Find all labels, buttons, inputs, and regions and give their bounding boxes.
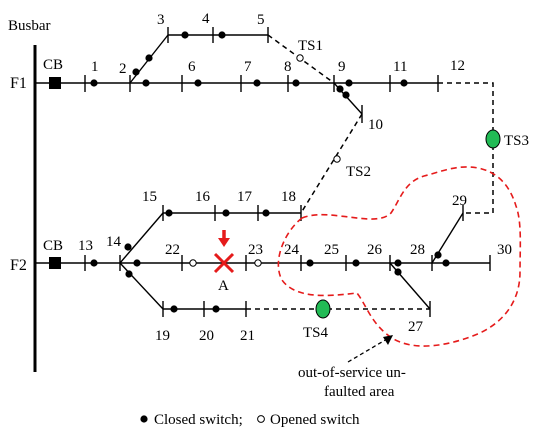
closed-switch[interactable] xyxy=(90,79,98,87)
node-label-7: 7 xyxy=(244,59,252,75)
node-label-1: 1 xyxy=(91,59,99,75)
feeder-f2: 13 14 15 16 17 18 19 20 21 22 23 24 25 2… xyxy=(35,189,512,344)
opened-switch[interactable] xyxy=(189,259,197,267)
node-label-30: 30 xyxy=(497,242,512,258)
node-label-18: 18 xyxy=(281,189,296,205)
node-label-11: 11 xyxy=(393,59,407,75)
node-label-5: 5 xyxy=(257,12,265,28)
feeder-f2-breaker-label: CB xyxy=(43,238,63,254)
closed-switch[interactable] xyxy=(212,305,220,313)
feeder-f1-breaker-label: CB xyxy=(43,57,63,73)
f2-lower-branch xyxy=(119,262,164,310)
closed-switch[interactable] xyxy=(336,85,344,93)
closed-switch[interactable] xyxy=(306,259,314,267)
closed-switch[interactable] xyxy=(262,209,270,217)
tie-switch-ts3[interactable] xyxy=(485,129,501,149)
node-label-22: 22 xyxy=(165,242,180,258)
node-label-6: 6 xyxy=(188,59,196,75)
annotation-arrow-head xyxy=(383,335,393,345)
feeder-f1-label: F1 xyxy=(10,75,27,92)
node-label-15: 15 xyxy=(142,189,157,205)
closed-switch[interactable] xyxy=(145,54,153,62)
fault-marker: A xyxy=(213,230,235,294)
node-label-10: 10 xyxy=(368,117,383,133)
closed-switch[interactable] xyxy=(222,209,230,217)
node-label-3: 3 xyxy=(157,12,165,28)
node-label-4: 4 xyxy=(202,11,210,27)
node-label-19: 19 xyxy=(155,328,170,344)
legend-closed-label: Closed switch; xyxy=(154,412,243,428)
closed-switch[interactable] xyxy=(394,268,402,276)
closed-switch[interactable] xyxy=(434,251,442,259)
fault-cross-b xyxy=(213,252,235,274)
node-label-21: 21 xyxy=(240,328,255,344)
feeder-f2-label: F2 xyxy=(10,257,27,274)
node-label-27: 27 xyxy=(408,319,424,335)
node-label-20: 20 xyxy=(199,328,214,344)
closed-switch[interactable] xyxy=(352,259,360,267)
closed-switch[interactable] xyxy=(442,259,450,267)
closed-switch[interactable] xyxy=(142,79,150,87)
closed-switch[interactable] xyxy=(345,79,353,87)
closed-switch[interactable] xyxy=(165,209,173,217)
closed-switch[interactable] xyxy=(400,79,408,87)
node-label-29: 29 xyxy=(452,193,467,209)
node-label-13: 13 xyxy=(78,238,93,254)
node-label-23: 23 xyxy=(248,242,263,258)
node-label-14: 14 xyxy=(106,234,122,250)
closed-switch[interactable] xyxy=(124,243,132,251)
f2-circuit-breaker[interactable] xyxy=(49,257,61,269)
opened-switch[interactable] xyxy=(333,155,341,163)
tie-switch-ts1-label: TS1 xyxy=(298,38,323,54)
legend-closed-switch-icon xyxy=(140,415,148,423)
opened-switch[interactable] xyxy=(296,54,304,62)
node-label-16: 16 xyxy=(195,189,211,205)
node-label-9: 9 xyxy=(338,59,346,75)
node-label-25: 25 xyxy=(324,242,339,258)
busbar-label: Busbar xyxy=(8,18,51,34)
closed-switch[interactable] xyxy=(394,259,402,267)
tie-switch-ts3-label: TS3 xyxy=(504,133,529,149)
annotation-arrow-shaft xyxy=(347,335,393,363)
closed-switch[interactable] xyxy=(194,79,202,87)
closed-switch[interactable] xyxy=(133,259,141,267)
feeder-f1: 1 2 3 4 5 6 7 8 9 10 11 12 xyxy=(35,11,465,133)
f2-upper-branch xyxy=(119,212,164,264)
closed-switch[interactable] xyxy=(181,31,189,39)
legend-opened-switch-icon xyxy=(257,415,265,423)
closed-switch[interactable] xyxy=(90,259,98,267)
tie-switch-ts4-label: TS4 xyxy=(303,325,329,341)
fault-arrow-head xyxy=(218,238,230,247)
node-label-28: 28 xyxy=(410,242,425,258)
closed-switch[interactable] xyxy=(342,91,350,99)
closed-switch[interactable] xyxy=(253,79,261,87)
opened-switch[interactable] xyxy=(254,259,262,267)
node-label-24: 24 xyxy=(284,242,300,258)
legend: Closed switch; Opened switch xyxy=(140,412,360,428)
fault-label: A xyxy=(218,278,229,294)
annotation-line-2: faulted area xyxy=(324,384,395,400)
closed-switch[interactable] xyxy=(170,305,178,313)
closed-switch[interactable] xyxy=(132,68,140,76)
closed-switch[interactable] xyxy=(218,31,226,39)
closed-switch[interactable] xyxy=(125,270,133,278)
f1-circuit-breaker[interactable] xyxy=(49,77,61,89)
out-of-service-area-outline xyxy=(277,166,522,347)
annotation-arrow xyxy=(347,335,393,363)
node-label-8: 8 xyxy=(284,59,292,75)
tie-switch-ts2-label: TS2 xyxy=(346,164,371,180)
tie-lines: TS1 TS2 TS3 TS4 xyxy=(246,34,529,341)
tie-switch-ts4[interactable] xyxy=(315,299,331,319)
node-label-17: 17 xyxy=(237,189,253,205)
node-label-26: 26 xyxy=(367,242,383,258)
legend-opened-label: Opened switch xyxy=(270,412,360,428)
node-label-12: 12 xyxy=(450,58,465,74)
annotation-line-1: out-of-service un- xyxy=(298,365,406,381)
tie-line-ts2 xyxy=(300,113,363,214)
node-label-2: 2 xyxy=(119,61,127,77)
closed-switch[interactable] xyxy=(292,79,300,87)
